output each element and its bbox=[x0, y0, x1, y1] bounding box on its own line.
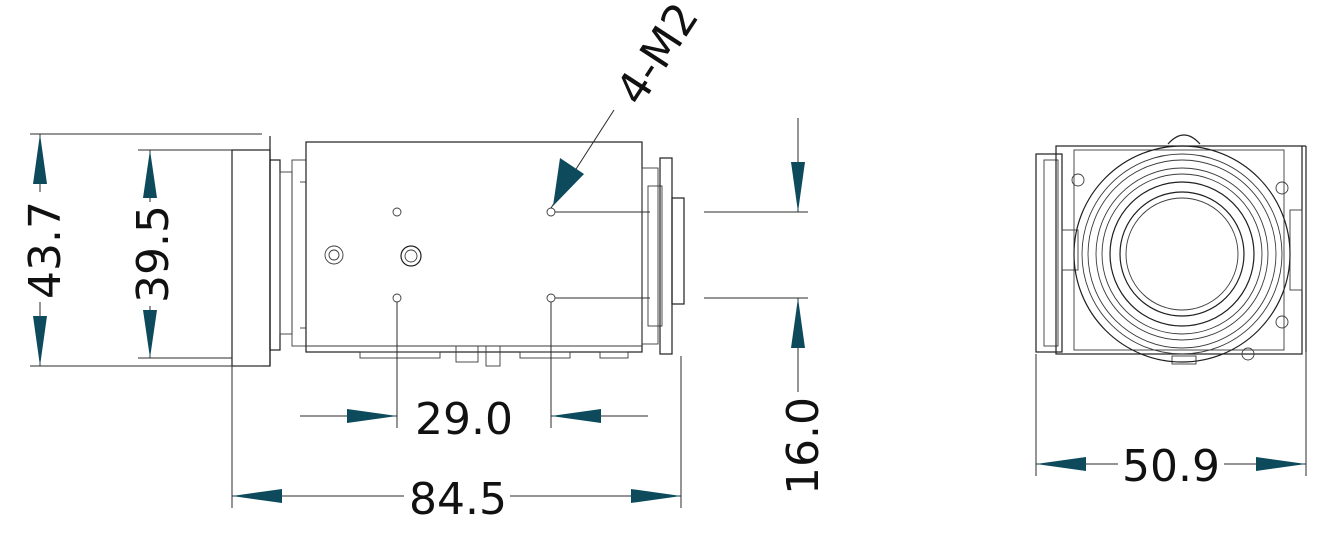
dim-label-height-outer: 43.7 bbox=[20, 201, 71, 299]
dim-label-overall-length: 84.5 bbox=[409, 474, 507, 525]
dim-overall-length: 84.5 bbox=[231, 356, 682, 525]
side-view bbox=[231, 136, 685, 367]
dim-hole-spacing-h: 29.0 bbox=[300, 302, 648, 445]
rear-flange bbox=[231, 149, 271, 367]
dim-label-front-width: 50.9 bbox=[1122, 441, 1220, 492]
callout-mount-holes: 4-M2 bbox=[550, 0, 709, 209]
dim-height-inner: 39.5 bbox=[128, 149, 232, 359]
camera-body bbox=[305, 141, 643, 353]
front-view bbox=[1035, 134, 1307, 365]
lens-aperture bbox=[1119, 191, 1245, 317]
lens-outer-ring bbox=[1073, 145, 1291, 363]
dim-label-height-inner: 39.5 bbox=[128, 205, 179, 303]
dim-height-outer: 43.7 bbox=[20, 133, 262, 367]
dim-front-width: 50.9 bbox=[1035, 352, 1307, 492]
dim-label-hole-spacing-v: 16.0 bbox=[778, 397, 829, 495]
mount-hole bbox=[546, 207, 556, 217]
callout-label-mount-holes: 4-M2 bbox=[606, 0, 709, 114]
dim-label-hole-spacing-h: 29.0 bbox=[415, 394, 513, 445]
dim-hole-spacing-v: 16.0 bbox=[555, 118, 829, 495]
